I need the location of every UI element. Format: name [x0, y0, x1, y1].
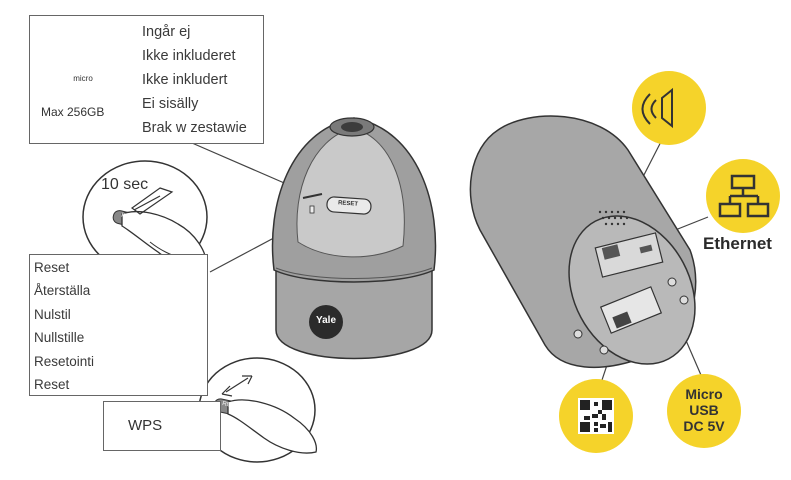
reset-text: Reset [34, 377, 70, 393]
not-included-text: Ei sisälly [142, 96, 199, 112]
max-capacity-label: Max 256GB [41, 105, 105, 119]
reset-text: Nullstille [34, 330, 85, 346]
not-included-text: Ikke inkluderet [142, 48, 236, 64]
network-icon [718, 174, 770, 218]
micro-usb-label: Micro USB DC 5V [667, 386, 741, 434]
sd-card-label: micro [73, 74, 93, 83]
micro-usb-line3: DC 5V [683, 418, 725, 434]
hand-wps [198, 357, 318, 463]
qr-code-icon [578, 398, 614, 434]
reset-text: Återställa [34, 283, 91, 299]
reset-text-list: Reset Återställa Nulstil Nullstille Rese… [34, 256, 94, 396]
reset-text-box: Reset Återställa Nulstil Nullstille Rese… [29, 254, 208, 396]
sd-card-box: Not included micro Max 256GB Ingår ej Ik… [29, 15, 264, 144]
not-included-badge-line1: Not [71, 37, 89, 48]
not-included-badge-line2: included [59, 47, 101, 58]
wps-box: WPS [103, 401, 221, 451]
reset-duration-label: 10 sec [101, 176, 149, 193]
not-included-text: Brak w zestawie [142, 120, 247, 136]
hand-reset [82, 160, 208, 274]
reset-text: Nulstil [34, 306, 71, 322]
micro-usb-line2: USB [689, 402, 719, 418]
ethernet-label: Ethernet [703, 234, 772, 253]
reset-text: Resetointi [34, 353, 95, 369]
speaker-callout [632, 71, 706, 145]
speaker-icon [641, 87, 673, 129]
micro-usb-line1: Micro [685, 386, 723, 402]
not-included-text-list: Ingår ej Ikke inkluderet Ikke inkludert … [142, 20, 247, 140]
camera-front [271, 117, 437, 360]
camera-rear [469, 115, 697, 369]
not-included-text: Ingår ej [142, 24, 191, 40]
usb-callout [667, 374, 741, 448]
wps-label: WPS [128, 417, 163, 434]
yale-logo: Yale [315, 315, 337, 326]
not-included-text: Ikke inkludert [142, 72, 228, 88]
reset-text: Reset [34, 260, 70, 275]
